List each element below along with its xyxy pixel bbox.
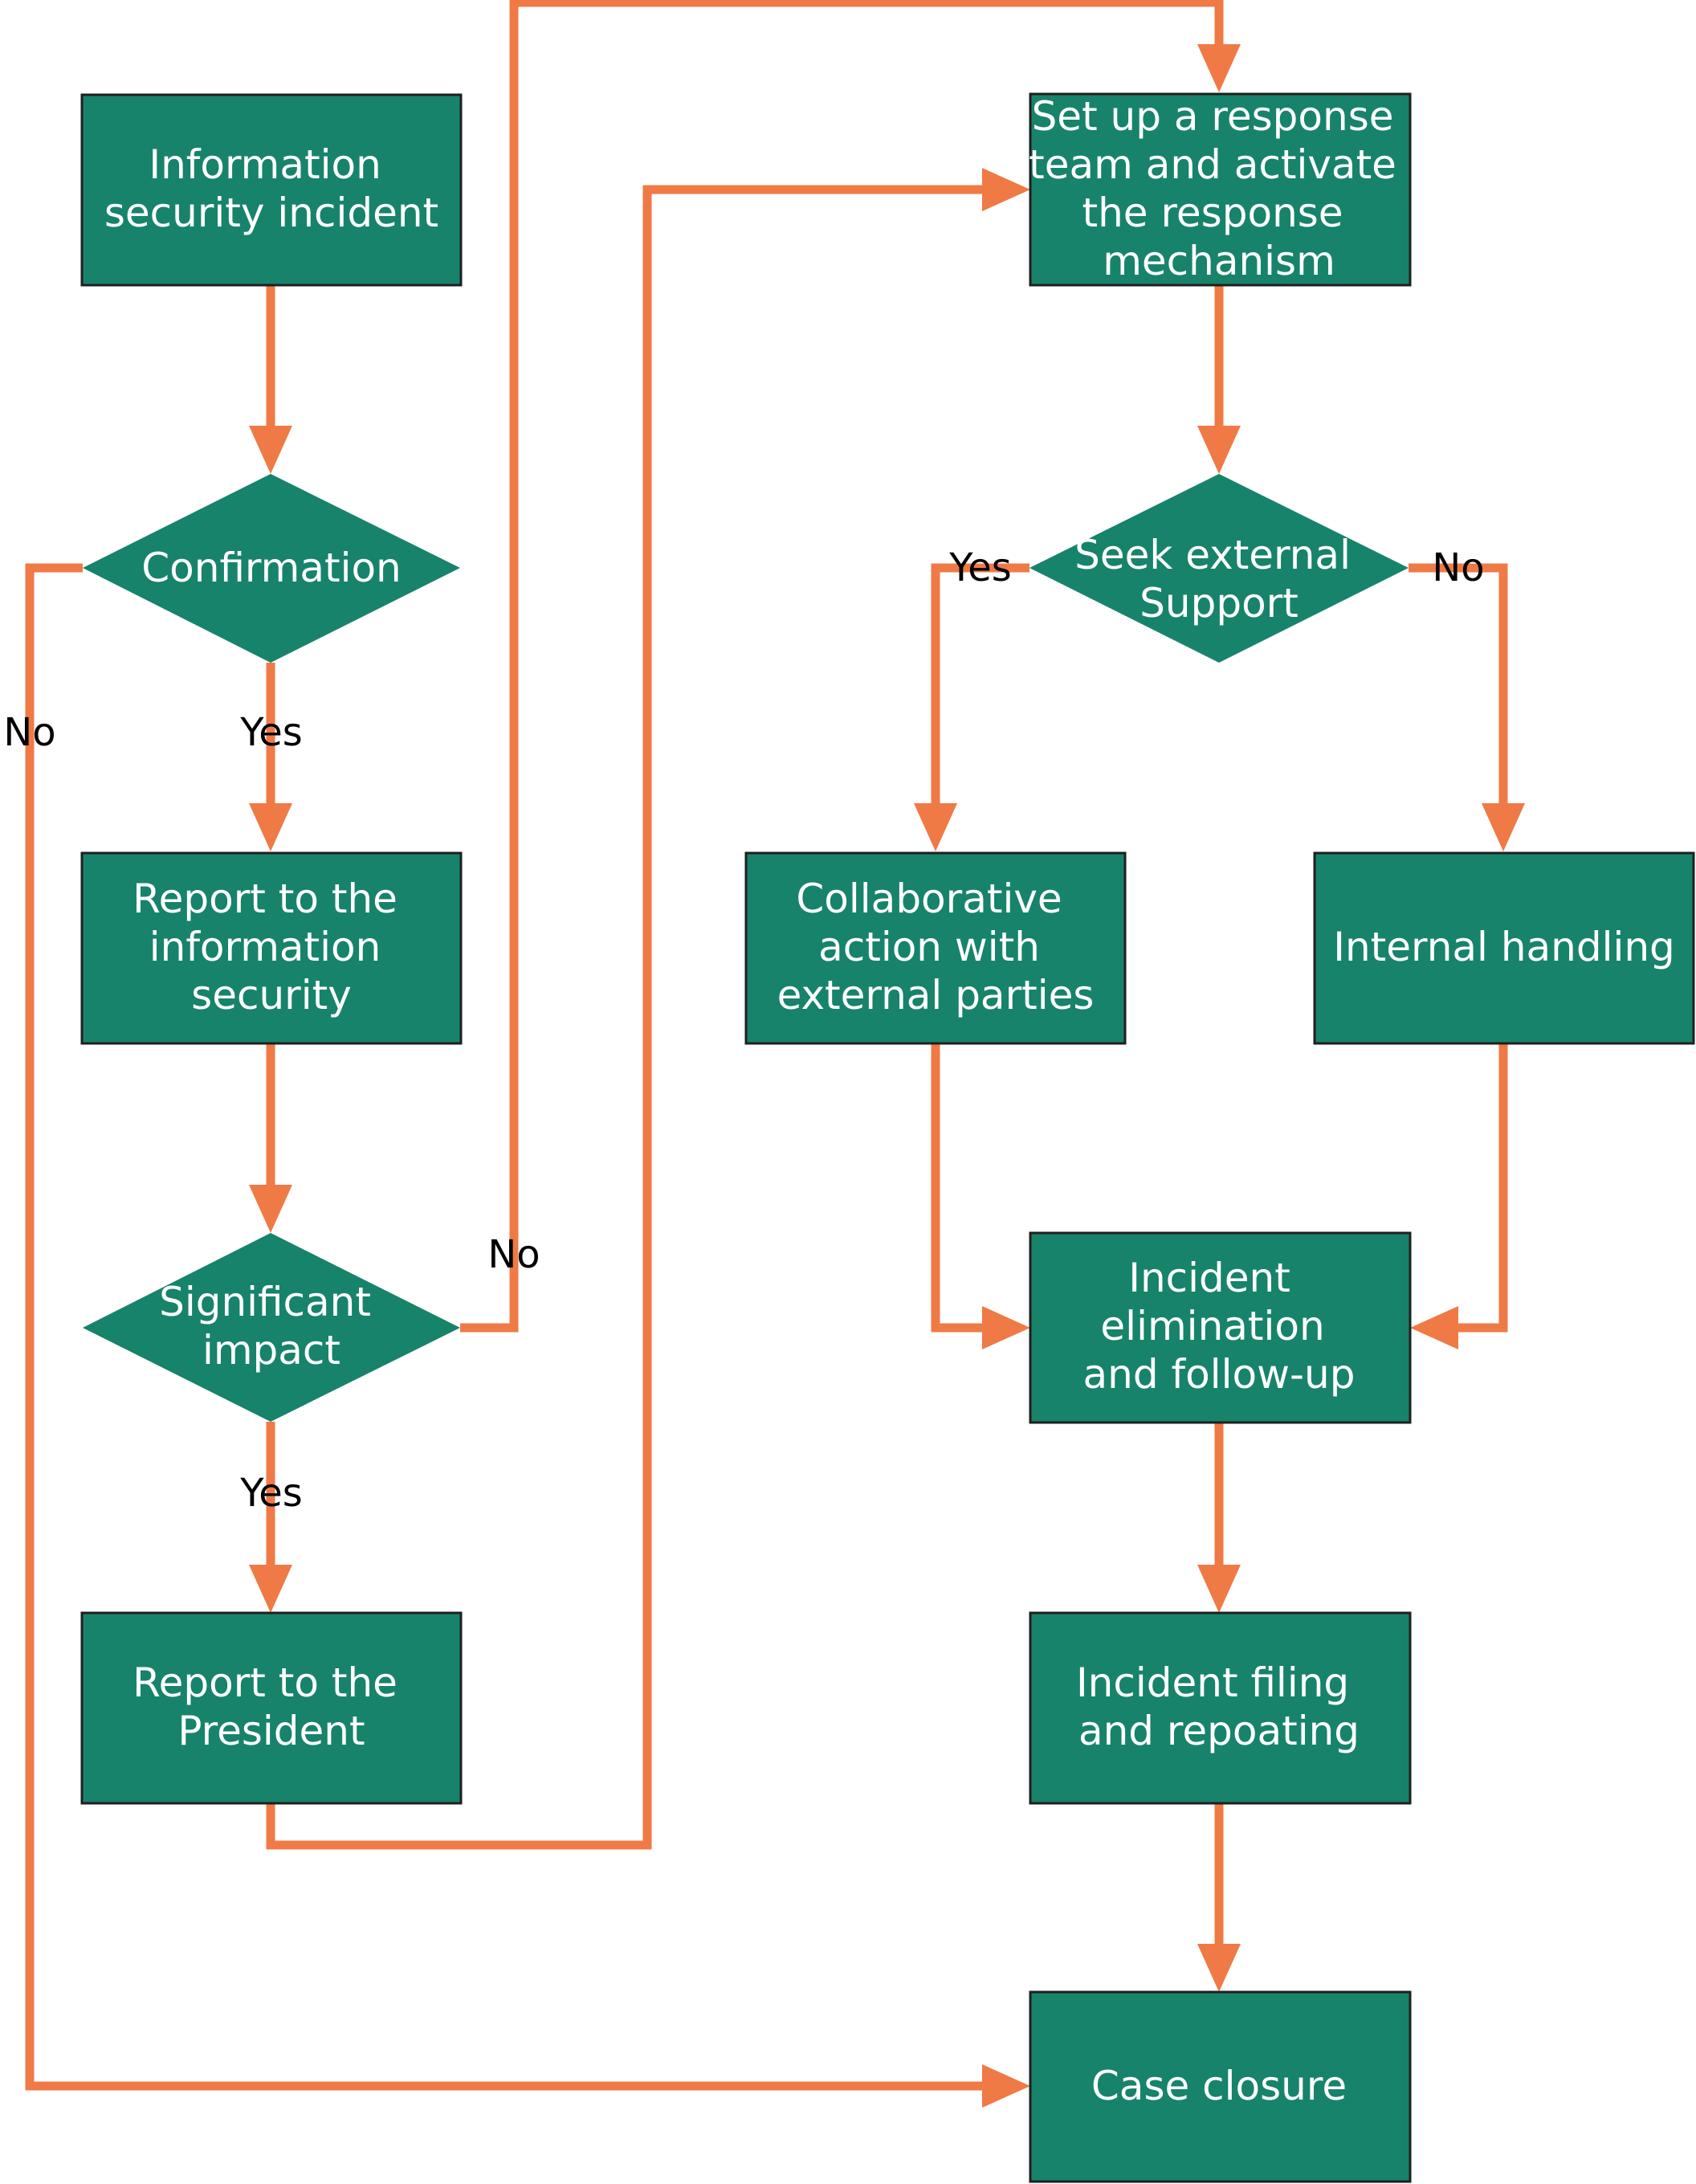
node-text-line: Incident filing <box>1076 1659 1349 1706</box>
node-text-line: Seek external <box>1074 532 1351 578</box>
arrowhead <box>1197 1565 1241 1613</box>
node-text-line: external parties <box>777 972 1095 1019</box>
arrowhead <box>249 1565 292 1613</box>
node-text-line: impact <box>202 1327 340 1374</box>
node-text-line: Report to the <box>132 1659 398 1706</box>
arrowhead <box>914 803 957 851</box>
node-text-line: Collaborative <box>796 876 1062 922</box>
node-text-line: team and activate <box>1029 141 1396 188</box>
node-text-line: information <box>149 924 381 970</box>
arrowhead <box>1410 1306 1458 1349</box>
svg-text:Seek external Support: Seek external Support <box>1074 532 1364 627</box>
node-report-information-security: Report to the information security <box>80 851 463 1045</box>
decision-confirmation: Confirmation <box>83 474 460 663</box>
label-confirmation-yes: Yes <box>239 710 302 755</box>
node-text-line: and repoating <box>1078 1708 1360 1754</box>
edge-president-to-team <box>266 185 982 1850</box>
edge-seek-yes <box>931 563 1029 803</box>
decision-significant-impact: Significant impact <box>83 1233 460 1422</box>
arrowhead <box>249 803 292 851</box>
node-text-line: the response <box>1082 190 1343 236</box>
arrowhead <box>982 2064 1030 2108</box>
edge-impact-no <box>460 0 1224 1333</box>
node-text-line: Internal handling <box>1333 924 1675 970</box>
svg-text:Incident elimination: Incident elimination and follow-up <box>1083 1255 1356 1398</box>
node-information-security-incident: Information security incident <box>80 93 463 287</box>
arrowhead <box>249 426 292 474</box>
node-text-line: Set up a response <box>1032 93 1394 140</box>
node-report-president: Report to the President <box>80 1611 463 1805</box>
node-text-line: Incident <box>1128 1255 1290 1301</box>
node-collaborative-action: Collaborative action with external parti… <box>744 851 1127 1045</box>
node-text-line: mechanism <box>1103 238 1335 284</box>
node-text-line: Confirmation <box>141 545 402 591</box>
node-text-line: and follow-up <box>1083 1351 1356 1398</box>
arrowhead <box>1197 1944 1241 1992</box>
node-text-line: security <box>191 972 352 1019</box>
label-seek-no: No <box>1432 545 1484 590</box>
svg-text:Report to the Presiden: Report to the President <box>132 1659 410 1754</box>
label-seek-yes: Yes <box>948 545 1011 590</box>
svg-text:Significant impact: Significant impact <box>159 1279 384 1374</box>
node-internal-handling: Internal handling <box>1313 851 1695 1045</box>
node-case-closure: Case closure <box>1029 1990 1412 2183</box>
arrowhead <box>1197 426 1241 474</box>
svg-text:Report to the informat: Report to the information security <box>132 876 410 1019</box>
arrowhead <box>982 168 1030 211</box>
svg-text:Set up a response team: Set up a response team and activate the … <box>1029 93 1409 284</box>
svg-text:Information security i: Information security incident <box>104 141 438 236</box>
label-impact-yes: Yes <box>239 1471 302 1516</box>
arrowhead <box>982 1306 1030 1349</box>
edge-collab-to-elimination <box>931 1043 982 1333</box>
node-text-line: Support <box>1140 580 1298 627</box>
svg-text:Collaborative action w: Collaborative action with external parti… <box>777 876 1095 1019</box>
arrowhead <box>249 1185 292 1233</box>
arrowhead <box>1482 803 1525 851</box>
edge-internal-to-elimination <box>1458 1043 1508 1333</box>
svg-text:Internal handling: Internal handling <box>1333 924 1675 970</box>
edge-seek-no <box>1409 563 1508 803</box>
node-text-line: Significant <box>159 1279 371 1325</box>
svg-text:Case closure: Case closure <box>1091 2063 1347 2109</box>
edge-confirmation-no <box>25 563 982 2091</box>
branch-labels: No Yes No Yes Yes No <box>3 545 1484 1516</box>
decision-seek-external-support: Seek external Support <box>1029 474 1409 663</box>
label-confirmation-no: No <box>3 710 55 755</box>
node-incident-filing: Incident filing and repoating <box>1029 1611 1412 1805</box>
arrowhead <box>1197 44 1241 92</box>
svg-text:Incident filing and re: Incident filing and repoating <box>1076 1659 1362 1754</box>
node-text-line: action with <box>818 924 1040 970</box>
connectors <box>25 0 1525 2108</box>
node-text-line: security incident <box>104 190 438 236</box>
svg-text:Confirmation: Confirmation <box>141 545 402 591</box>
node-text-line: Report to the <box>132 876 398 922</box>
node-incident-elimination: Incident elimination and follow-up <box>1029 1231 1412 1424</box>
node-text-line: President <box>177 1708 365 1754</box>
node-text-line: elimination <box>1100 1303 1324 1349</box>
node-text-line: Case closure <box>1091 2063 1347 2109</box>
node-text-line: Information <box>149 141 381 188</box>
label-impact-no: No <box>487 1232 540 1277</box>
nodes: Information security incident Confirmati… <box>80 92 1695 2183</box>
node-setup-response-team: Set up a response team and activate the … <box>1029 92 1412 287</box>
